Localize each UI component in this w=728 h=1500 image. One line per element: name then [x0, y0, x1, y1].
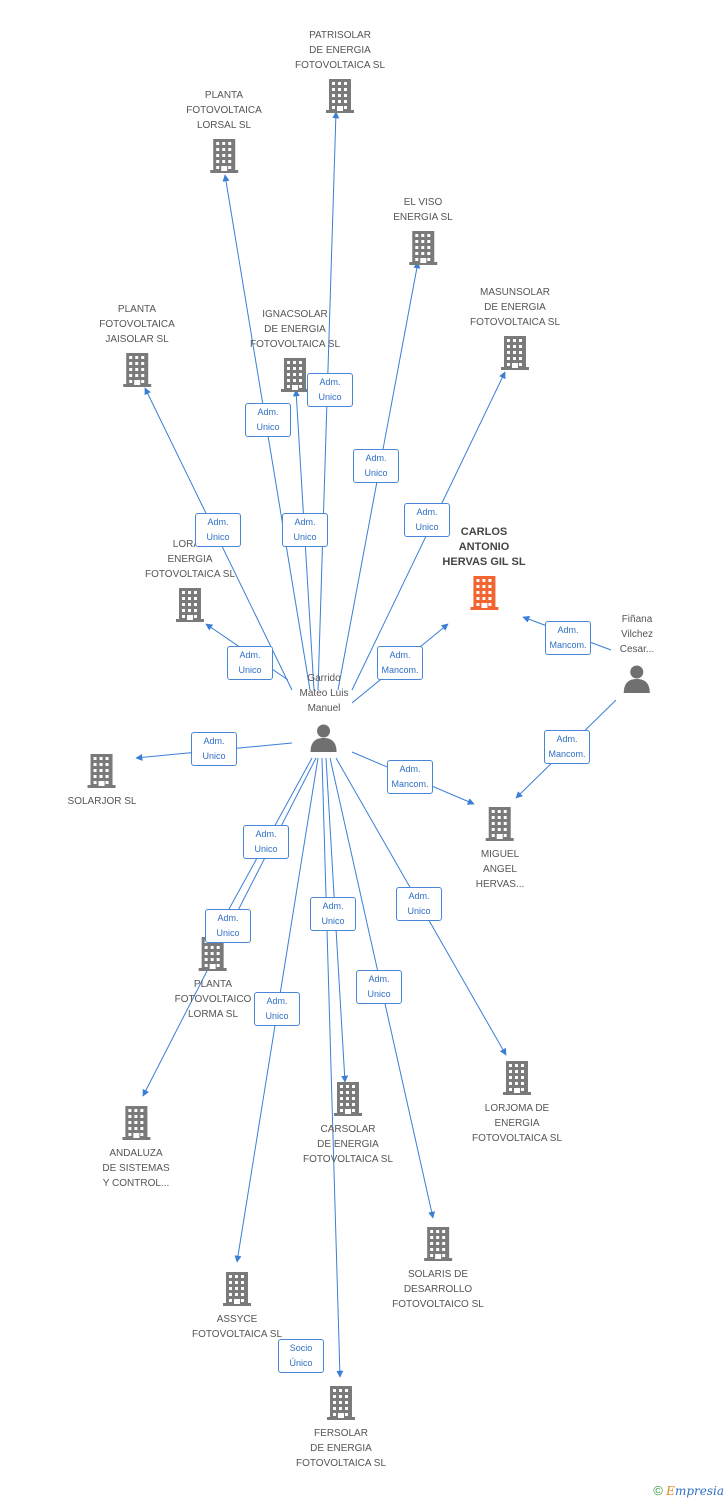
company-node-carlos[interactable]: CARLOS ANTONIO HERVAS GIL SL [442, 525, 526, 610]
building-icon [99, 351, 175, 387]
company-node-elviso[interactable]: EL VISO ENERGIA SL [393, 195, 453, 265]
relation-badge[interactable]: Adm. Unico [245, 403, 291, 437]
company-label: PATRISOLAR DE ENERGIA FOTOVOLTAICA SL [294, 30, 386, 71]
company-node-jaisolar[interactable]: PLANTA FOTOVOLTAICA JAISOLAR SL [99, 302, 175, 387]
relation-badge[interactable]: Adm. Unico [195, 513, 241, 547]
person-label: Fiñana Vilchez Cesar... [619, 614, 655, 655]
building-icon [192, 1270, 282, 1306]
company-node-solarjor[interactable]: SOLARJOR SL [67, 752, 137, 809]
company-node-lorjoma[interactable]: LORJOMA DE ENERGIA FOTOVOLTAICA SL [472, 1059, 562, 1146]
company-label: SOLARIS DE DESARROLLO FOTOVOLTAICO SL [392, 1269, 484, 1310]
relation-badge[interactable]: Adm. Unico [396, 887, 442, 921]
person-label: Garrido Mateo Luis Manuel [299, 673, 349, 714]
relation-badge[interactable]: Adm. Mancom. [387, 760, 433, 794]
relation-badge[interactable]: Socio Único [278, 1339, 324, 1373]
company-label: LORJOMA DE ENERGIA FOTOVOLTAICA SL [471, 1103, 563, 1144]
company-node-lorma[interactable]: PLANTA FOTOVOLTAICO LORMA SL [174, 935, 252, 1022]
company-node-lorsal[interactable]: PLANTA FOTOVOLTAICA LORSAL SL [186, 88, 262, 173]
person-icon [300, 722, 349, 752]
company-node-carsolar[interactable]: CARSOLAR DE ENERGIA FOTOVOLTAICA SL [303, 1080, 393, 1167]
company-label: CARSOLAR DE ENERGIA FOTOVOLTAICA SL [302, 1124, 394, 1165]
building-icon [303, 1080, 393, 1116]
company-label: PLANTA FOTOVOLTAICA LORSAL SL [186, 90, 262, 131]
relation-badge[interactable]: Adm. Unico [353, 449, 399, 483]
building-icon [186, 137, 262, 173]
building-icon [296, 1384, 386, 1420]
company-label: PLANTA FOTOVOLTAICO LORMA SL [174, 979, 252, 1020]
relation-badge[interactable]: Adm. Unico [227, 646, 273, 680]
person-node-garrido[interactable]: Garrido Mateo Luis Manuel [299, 671, 349, 752]
building-icon [68, 752, 137, 788]
relation-badge[interactable]: Adm. Unico [205, 909, 251, 943]
relation-badge[interactable]: Adm. Mancom. [545, 621, 591, 655]
company-label: IGNACSOLAR DE ENERGIA FOTOVOLTAICA SL [249, 309, 341, 350]
company-node-fersolar[interactable]: FERSOLAR DE ENERGIA FOTOVOLTAICA SL [296, 1384, 386, 1471]
relation-badge[interactable]: Adm. Unico [282, 513, 328, 547]
footer-brand[interactable]: © Empresia [653, 1483, 724, 1498]
brand-logo: Empresia [666, 1484, 724, 1498]
building-icon [392, 1225, 484, 1261]
person-icon [620, 663, 654, 693]
relation-badge[interactable]: Adm. Unico [254, 992, 300, 1026]
company-node-miguel[interactable]: MIGUEL ANGEL HERVAS... [475, 805, 525, 892]
company-label: LORAN ENERGIA FOTOVOLTAICA SL [144, 539, 236, 580]
company-label: ASSYCE FOTOVOLTAICA SL [191, 1314, 283, 1340]
company-label: MASUNSOLAR DE ENERGIA FOTOVOLTAICA SL [469, 287, 561, 328]
building-icon [470, 334, 560, 370]
relation-badge[interactable]: Adm. Unico [191, 732, 237, 766]
company-label: EL VISO ENERGIA SL [393, 197, 453, 223]
building-icon [393, 229, 452, 265]
building-icon [476, 805, 525, 841]
edge-garrido-fersolar [321, 757, 344, 1378]
company-node-solaris[interactable]: SOLARIS DE DESARROLLO FOTOVOLTAICO SL [392, 1225, 484, 1312]
company-label: CARLOS ANTONIO HERVAS GIL SL [442, 526, 526, 568]
company-node-andaluza[interactable]: ANDALUZA DE SISTEMAS Y CONTROL... [102, 1104, 170, 1191]
relation-badge[interactable]: Adm. Unico [243, 825, 289, 859]
building-icon [145, 586, 235, 622]
company-label: SOLARJOR SL [67, 796, 137, 807]
person-node-finana[interactable]: Fiñana Vilchez Cesar... [620, 612, 654, 693]
company-node-loran[interactable]: LORAN ENERGIA FOTOVOLTAICA SL [145, 537, 235, 622]
company-label: PLANTA FOTOVOLTAICA JAISOLAR SL [99, 304, 175, 345]
relation-badge[interactable]: Adm. Unico [356, 970, 402, 1004]
relation-badge[interactable]: Adm. Mancom. [377, 646, 423, 680]
company-node-assyce[interactable]: ASSYCE FOTOVOLTAICA SL [192, 1270, 282, 1342]
relation-badge[interactable]: Adm. Unico [404, 503, 450, 537]
building-icon [250, 356, 340, 392]
building-icon [442, 574, 525, 610]
company-label: MIGUEL ANGEL HERVAS... [475, 849, 525, 890]
relation-badge[interactable]: Adm. Unico [310, 897, 356, 931]
company-node-patrisolar[interactable]: PATRISOLAR DE ENERGIA FOTOVOLTAICA SL [295, 28, 385, 113]
copyright-icon: © [653, 1483, 663, 1498]
company-node-masunsolar[interactable]: MASUNSOLAR DE ENERGIA FOTOVOLTAICA SL [470, 285, 560, 370]
company-node-ignacsolar[interactable]: IGNACSOLAR DE ENERGIA FOTOVOLTAICA SL [250, 307, 340, 392]
building-icon [472, 1059, 562, 1095]
company-label: FERSOLAR DE ENERGIA FOTOVOLTAICA SL [295, 1428, 387, 1469]
building-icon [175, 935, 252, 971]
building-icon [102, 1104, 169, 1140]
relation-badge[interactable]: Adm. Mancom. [544, 730, 590, 764]
company-label: ANDALUZA DE SISTEMAS Y CONTROL... [102, 1148, 170, 1189]
relation-badge[interactable]: Adm. Unico [307, 373, 353, 407]
building-icon [295, 77, 385, 113]
